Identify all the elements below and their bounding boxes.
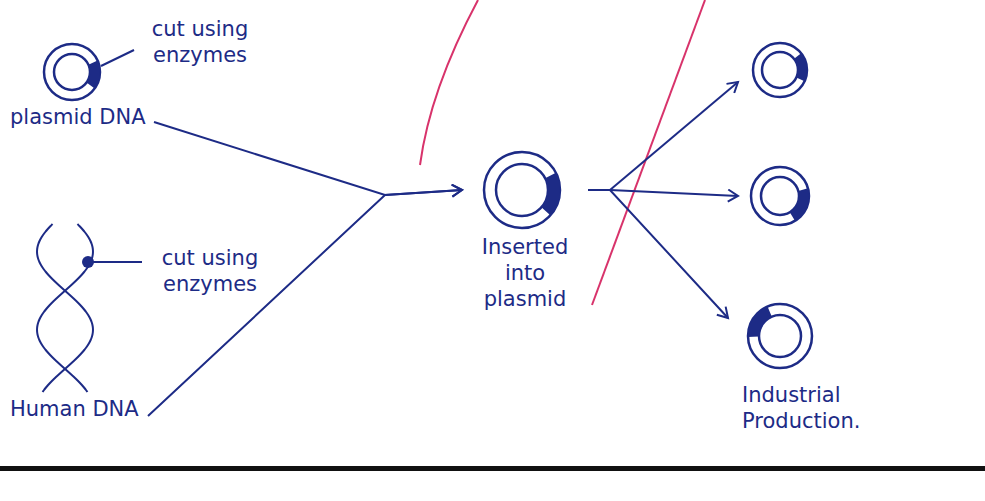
- plasmid-ring: [751, 167, 809, 225]
- dna-strand: [37, 224, 93, 392]
- plasmid-ring: [44, 44, 100, 100]
- node-label: Industrial Production.: [742, 382, 917, 434]
- plasmid-copies: [751, 43, 809, 225]
- gene-segment: [790, 188, 809, 221]
- node-outline: [462, 150, 582, 234]
- pink-mark: [592, 0, 705, 305]
- gene-segment: [748, 307, 772, 337]
- node-outline: [8, 40, 148, 104]
- plasmid-ring: [54, 54, 90, 90]
- node-label: Inserted into plasmid: [466, 234, 584, 312]
- dna-node: Human DNA: [8, 220, 148, 422]
- gene-segment: [794, 53, 807, 81]
- gene-segment: [541, 173, 560, 216]
- plasmid-ring: [496, 164, 548, 216]
- plasmid-ring: [753, 43, 807, 97]
- process-arrow: [588, 190, 728, 318]
- copy-arrow: [610, 190, 738, 196]
- process-arrow: [154, 122, 462, 195]
- callout-label: cut using enzymes: [146, 245, 274, 297]
- process-arrow: [148, 190, 462, 416]
- node-outline: [728, 300, 968, 382]
- recombinant-plasmid-node: Inserted into plasmid: [462, 150, 588, 312]
- callout-label: cut using enzymes: [136, 16, 264, 68]
- node-label: plasmid DNA: [10, 104, 146, 130]
- copy-arrow: [610, 82, 738, 190]
- node-label: Human DNA: [10, 396, 139, 422]
- plasmid-node: plasmid DNA: [8, 40, 154, 130]
- plasmid-ring: [761, 177, 799, 215]
- leader-line: [101, 50, 134, 66]
- plasmid-ring: [484, 152, 560, 228]
- leader-line: [93, 261, 142, 263]
- gene-segment: [82, 256, 94, 268]
- node-outline: [8, 220, 148, 396]
- gene-segment: [87, 61, 100, 89]
- product-plasmid-node: Industrial Production.: [728, 300, 968, 434]
- plasmid-ring: [748, 304, 812, 368]
- pink-mark: [420, 0, 478, 165]
- plasmid-ring: [762, 52, 798, 88]
- plasmid-ring: [759, 315, 801, 357]
- dna-strand: [37, 224, 93, 392]
- footer-bar: [0, 466, 985, 471]
